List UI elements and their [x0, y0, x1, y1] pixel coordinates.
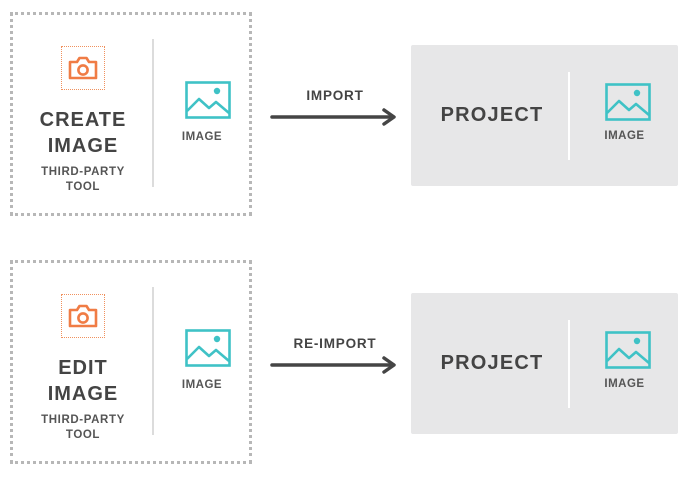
project-box: PROJECT IMAGE [411, 45, 678, 186]
tool-image-label: IMAGE [181, 379, 223, 391]
camera-icon [68, 56, 98, 80]
arrow-label: IMPORT [306, 88, 364, 103]
arrow-label: RE-IMPORT [293, 336, 377, 351]
project-divider [568, 320, 570, 408]
third-party-tool-box: EDIT IMAGE THIRD-PARTY TOOL IMAGE [10, 260, 252, 464]
tool-action-panel: CREATE IMAGE THIRD-PARTY TOOL [13, 15, 153, 213]
import-flow-row: CREATE IMAGE THIRD-PARTY TOOL IMAGE IMPO… [0, 0, 688, 220]
project-divider [568, 72, 570, 160]
camera-icon-frame [61, 294, 105, 338]
tool-action-panel: EDIT IMAGE THIRD-PARTY TOOL [13, 263, 153, 461]
tool-subtitle-line2: TOOL [65, 429, 101, 441]
project-image-panel: IMAGE [571, 45, 678, 186]
image-icon [605, 331, 651, 369]
project-label: PROJECT [440, 352, 544, 374]
action-title-line2: IMAGE [47, 383, 119, 405]
camera-icon-frame [61, 46, 105, 90]
image-icon [185, 81, 231, 119]
camera-icon [68, 304, 98, 328]
tool-image-label: IMAGE [181, 131, 223, 143]
action-title-line1: CREATE [39, 109, 127, 131]
tool-image-panel: IMAGE [155, 263, 249, 461]
tool-subtitle-line1: THIRD-PARTY [41, 414, 125, 426]
right-arrow-icon [270, 356, 396, 374]
tool-image-panel: IMAGE [155, 15, 249, 213]
project-image-label: IMAGE [604, 130, 645, 142]
image-icon [185, 329, 231, 367]
image-icon [605, 83, 651, 121]
tool-divider [152, 39, 154, 187]
reimport-flow-row: EDIT IMAGE THIRD-PARTY TOOL IMAGE RE-IMP… [0, 248, 688, 468]
action-title-line1: EDIT [58, 357, 108, 379]
tool-subtitle-line1: THIRD-PARTY [41, 166, 125, 178]
project-image-panel: IMAGE [571, 293, 678, 434]
project-box: PROJECT IMAGE [411, 293, 678, 434]
third-party-tool-box: CREATE IMAGE THIRD-PARTY TOOL IMAGE [10, 12, 252, 216]
project-label: PROJECT [440, 104, 544, 126]
project-image-label: IMAGE [604, 378, 645, 390]
tool-subtitle-line2: TOOL [65, 181, 101, 193]
import-arrow: IMPORT [270, 88, 400, 132]
action-title-line2: IMAGE [47, 135, 119, 157]
tool-divider [152, 287, 154, 435]
right-arrow-icon [270, 108, 396, 126]
reimport-arrow: RE-IMPORT [270, 336, 400, 380]
